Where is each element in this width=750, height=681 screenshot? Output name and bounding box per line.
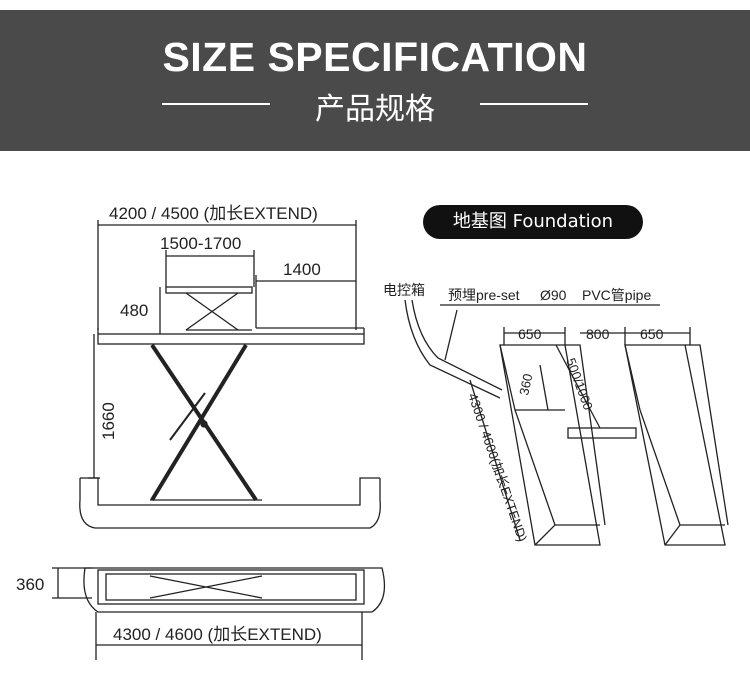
pit-width-left-label: 650 xyxy=(518,326,542,342)
pit-depth-label: 360 xyxy=(516,372,535,396)
title-divider-right xyxy=(480,103,588,105)
pipe-type-label: PVC管pipe xyxy=(582,287,651,303)
max-height-label: 1660 xyxy=(99,402,118,440)
title-divider-left xyxy=(162,103,270,105)
foundation-title-badge: 地基图 Foundation xyxy=(423,205,643,239)
foundation-drawing xyxy=(404,299,729,546)
pit-length-label: 4300 / 4600(加长EXTEND) xyxy=(465,391,530,543)
page-subtitle: 产品规格 xyxy=(315,92,435,127)
pipe-depth-label: 500/1000 xyxy=(563,356,596,412)
top-view-lift xyxy=(52,567,386,660)
side-overall-length-label: 4200 / 4500 (加长EXTEND) xyxy=(109,204,318,223)
control-box-label: 电控箱 xyxy=(383,282,425,298)
side-view-lift xyxy=(79,286,381,529)
pipe-note-label: 预埋pre-set xyxy=(448,287,520,303)
platform-span-label: 1500-1700 xyxy=(160,234,241,253)
page-title: SIZE SPECIFICATION xyxy=(162,34,588,80)
extension-label: 1400 xyxy=(283,260,321,279)
pit-gap-label: 800 xyxy=(586,326,610,342)
lift-height-label: 480 xyxy=(120,301,148,320)
top-thickness-label: 360 xyxy=(16,575,44,594)
pipe-diameter-label: Ø90 xyxy=(540,287,567,303)
side-view-dimensions xyxy=(88,220,357,479)
pit-width-right-label: 650 xyxy=(640,326,664,342)
top-overall-length-label: 4300 / 4600 (加长EXTEND) xyxy=(113,625,322,644)
header-banner xyxy=(0,10,750,151)
